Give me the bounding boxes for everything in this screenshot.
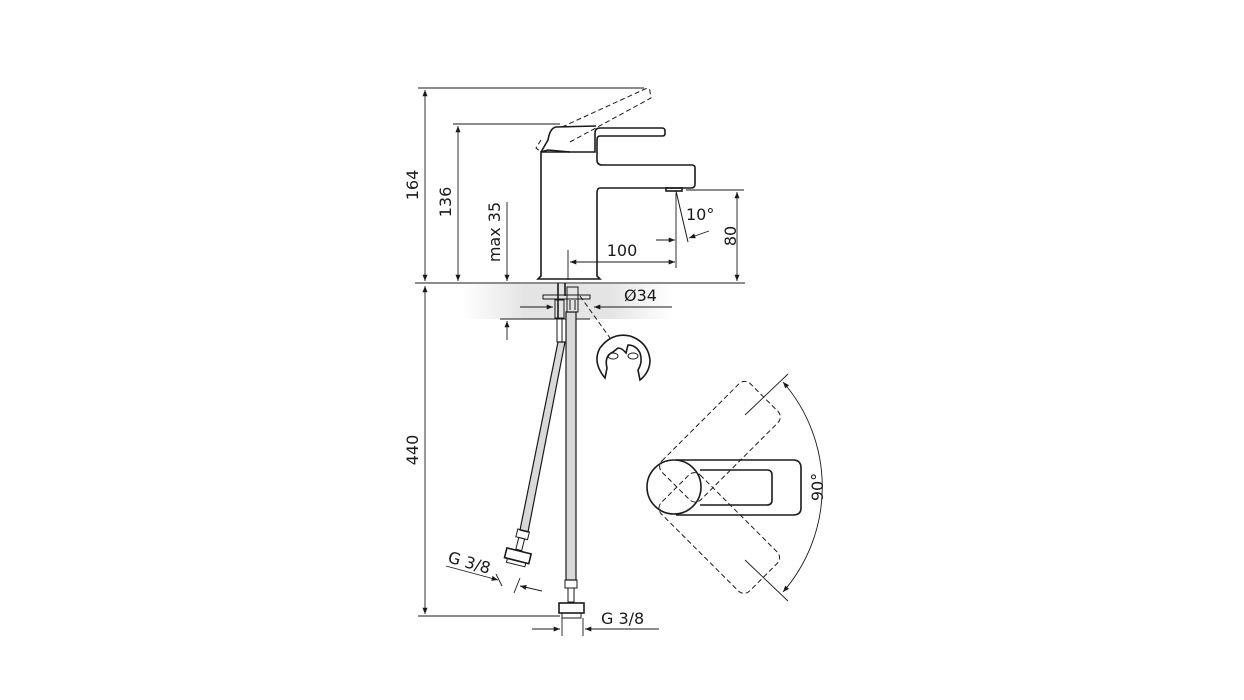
retaining-clip <box>596 334 651 382</box>
label-80: 80 <box>721 226 740 246</box>
label-90-deg: 90° <box>808 473 827 501</box>
dim-max-deck: max 35 <box>485 202 510 340</box>
dim-body-height: 136 <box>436 123 560 281</box>
label-136: 136 <box>436 187 455 218</box>
label-max-35: max 35 <box>485 202 504 262</box>
mounting-assembly <box>542 283 591 343</box>
label-g38-left: G 3/8 <box>446 548 493 578</box>
label-g38-right: G 3/8 <box>601 609 644 628</box>
dim-connection-right: G 3/8 <box>532 609 659 636</box>
dim-connection-left: G 3/8 <box>445 548 543 594</box>
label-diameter-34: Ø34 <box>624 286 657 305</box>
dim-hole-diameter: Ø34 <box>520 286 672 310</box>
supply-hoses <box>503 311 585 619</box>
lever-raised-outline <box>535 87 652 153</box>
label-440: 440 <box>403 435 422 466</box>
dim-hose-length: 440 <box>403 286 560 617</box>
lever-top-view <box>646 380 802 594</box>
label-164: 164 <box>403 170 422 201</box>
dim-spout-angle: 10° <box>656 205 714 243</box>
label-100: 100 <box>607 241 638 260</box>
dim-spout-reach: 100 <box>567 193 677 280</box>
dim-lever-rotation: 90° <box>744 373 827 602</box>
label-10-deg: 10° <box>686 205 714 224</box>
mixer-body <box>536 125 696 280</box>
dim-total-height: 164 <box>403 87 644 281</box>
dim-spout-height: 80 <box>686 189 744 281</box>
